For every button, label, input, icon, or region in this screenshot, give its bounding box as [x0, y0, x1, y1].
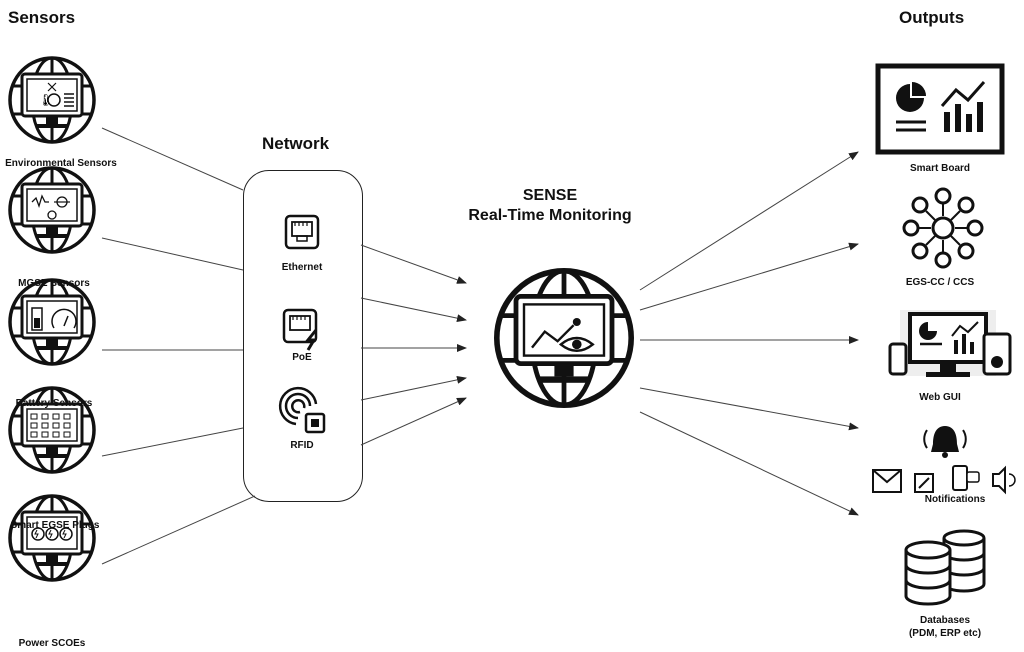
network-label-ethernet: Ethernet	[281, 262, 323, 273]
sensors-heading: Sensors	[8, 8, 76, 27]
network-label-rfid: RFID	[290, 440, 314, 451]
sense-title-line2: Real-Time Monitoring	[468, 207, 632, 224]
environmental-sensor-icon: 🌡	[8, 56, 96, 144]
sense-monitoring-icon	[497, 271, 631, 405]
output-label-web-gui: Web GUI	[919, 392, 961, 403]
rfid-icon	[278, 386, 326, 434]
arrow-out-4	[639, 387, 859, 431]
sensor-links	[101, 127, 256, 565]
ethernet-port-icon	[284, 214, 320, 250]
network-label-poe: PoE	[292, 352, 312, 363]
arrow-out-5	[639, 411, 859, 516]
output-links	[639, 151, 859, 516]
sensor-label-battery: Battery Sensors	[15, 398, 93, 409]
sense-title: SENSE Real-Time Monitoring	[430, 186, 670, 226]
sensor-label-power-scoe: Power SCOEs	[18, 638, 86, 649]
arrow-net-4	[360, 375, 467, 401]
smart-plug-icon	[8, 386, 96, 474]
poe-port-icon	[282, 308, 318, 351]
arrow-net-2	[360, 297, 467, 323]
web-gui-devices-icon	[888, 310, 1012, 377]
arrow-net-5	[360, 397, 467, 446]
link-mgse	[101, 237, 244, 271]
battery-sensor-icon	[8, 278, 96, 366]
sense-title-line1: SENSE	[522, 187, 578, 204]
sensor-label-environmental: Environmental Sensors	[5, 158, 117, 169]
output-label-smart-board: Smart Board	[909, 163, 970, 174]
output-label-databases: Databases (PDM, ERP etc)	[890, 614, 1000, 640]
link-environmental	[101, 127, 244, 191]
outputs-heading: Outputs	[899, 8, 965, 27]
database-icon	[904, 529, 986, 606]
power-scoe-icon	[8, 494, 96, 582]
mgse-sensor-icon	[8, 166, 96, 254]
output-label-databases-line2: (PDM, ERP etc)	[908, 628, 982, 639]
arrow-net-1	[360, 244, 467, 284]
output-label-databases-line1: Databases	[919, 615, 971, 626]
network-links	[360, 244, 467, 446]
sensor-label-smart-plug: Smart EGSE Plugs	[10, 520, 100, 531]
arrow-out-1	[639, 151, 859, 291]
network-hub-icon	[902, 187, 984, 269]
link-power-scoe	[101, 495, 256, 565]
link-smart-plug	[101, 427, 244, 457]
arrow-out-2	[639, 242, 859, 311]
notifications-icon	[872, 426, 1016, 495]
output-label-egs-cc: EGS-CC / CCS	[905, 277, 975, 288]
smart-board-icon	[875, 63, 1005, 155]
output-label-notifications: Notifications	[924, 494, 986, 505]
sensor-label-mgse: MGSE Sensors	[18, 278, 90, 289]
network-heading: Network	[262, 134, 330, 153]
